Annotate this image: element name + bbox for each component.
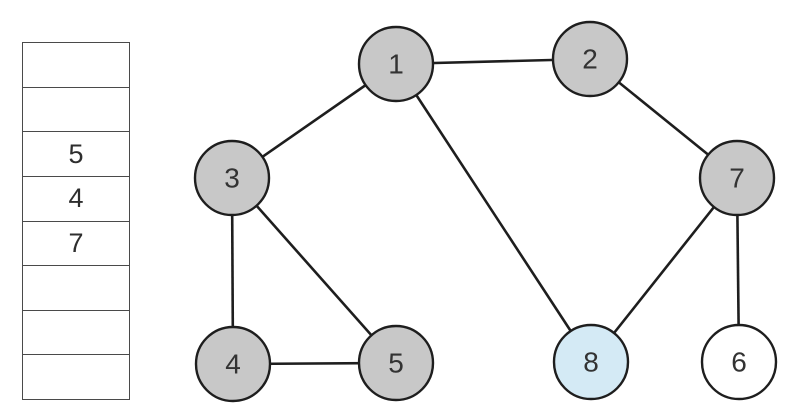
- graph-node-circle-6: [700, 323, 778, 401]
- graph-node-8: 8: [552, 323, 630, 401]
- graph-node-circle-4: [194, 325, 272, 403]
- graph-node-5: 5: [357, 324, 435, 402]
- stack-cell-1: [22, 86, 130, 133]
- graph-node-1: 1: [357, 25, 435, 103]
- graph-node-2: 2: [551, 20, 629, 98]
- graph-node-circle-8: [552, 323, 630, 401]
- graph-node-label-8: 8: [583, 347, 599, 378]
- graph-node-4: 4: [194, 325, 272, 403]
- graph-node-7: 7: [698, 139, 776, 217]
- graph-edge-7-8: [589, 177, 739, 363]
- graph-node-label-4: 4: [225, 349, 241, 380]
- graph-node-label-6: 6: [731, 347, 747, 378]
- graph-node-label-3: 3: [224, 163, 240, 194]
- graph-node-6: 6: [700, 323, 778, 401]
- stack-cell-7: [22, 354, 130, 400]
- graph-node-circle-5: [357, 324, 435, 402]
- graph-edge-1-8: [394, 63, 593, 363]
- graph-node-label-2: 2: [582, 44, 598, 75]
- graph-node-circle-7: [698, 139, 776, 217]
- graph-node-circle-1: [357, 25, 435, 103]
- graph-node-label-7: 7: [729, 163, 745, 194]
- stack-cell-0: [22, 42, 130, 88]
- graph-node-circle-2: [551, 20, 629, 98]
- graph-node-label-1: 1: [388, 49, 404, 80]
- graph-node-circle-3: [193, 139, 271, 217]
- stack-cell-3: 4: [22, 175, 130, 222]
- graph-node-3: 3: [193, 139, 271, 217]
- graph-edge-3-5: [231, 177, 397, 364]
- graph-node-label-5: 5: [388, 348, 404, 379]
